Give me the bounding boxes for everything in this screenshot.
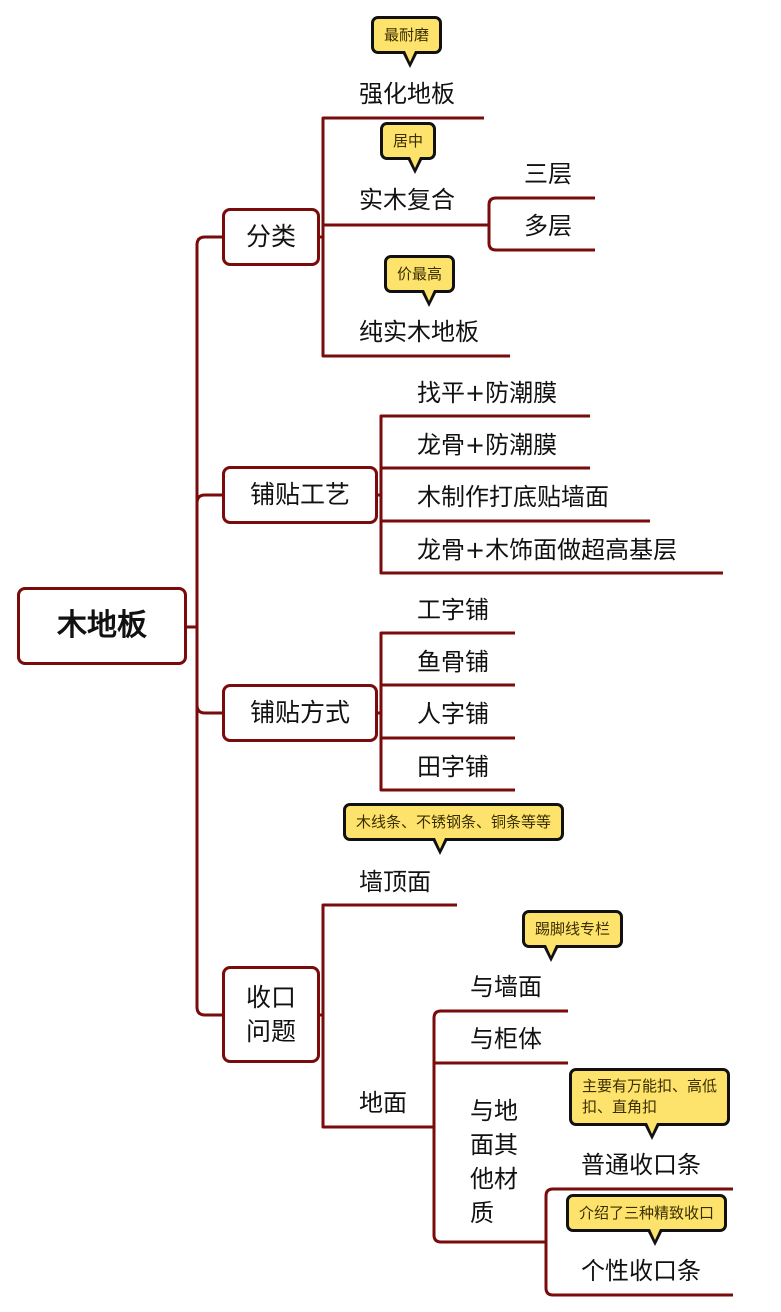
note-text: 价最高	[397, 265, 443, 283]
branch-node-fangshi[interactable]: 铺贴方式	[222, 684, 378, 742]
topic-gongyi-4[interactable]: 龙骨+木饰面做超高基层	[417, 536, 678, 564]
connector-fangshi-vertical	[379, 631, 515, 792]
connector-qita-sub	[544, 1187, 733, 1297]
connector-trunk-3	[195, 704, 222, 715]
topic-yuqiangmian[interactable]: 与墙面	[470, 973, 542, 1001]
note-text: 居中	[393, 132, 424, 150]
topic-gongyi-3[interactable]: 木制作打底贴墙面	[417, 483, 609, 511]
topic-fangshi-4[interactable]: 田字铺	[417, 753, 489, 781]
note-callout: 居中	[380, 122, 437, 174]
topic-shimufuhe[interactable]: 实木复合	[359, 186, 455, 214]
topic-fangshi-1[interactable]: 工字铺	[417, 596, 489, 624]
topic-qianghua[interactable]: 强化地板	[359, 80, 455, 108]
topic-putong-shoukoutiao[interactable]: 普通收口条	[581, 1151, 701, 1179]
root-node[interactable]: 木地板	[17, 587, 187, 665]
connector-gongyi-vertical	[379, 414, 723, 575]
branch-node-gongyi[interactable]: 铺贴工艺	[222, 466, 378, 524]
note-text: 主要有万能扣、高低扣、直角扣	[582, 1077, 718, 1116]
topic-fangshi-3[interactable]: 人字铺	[417, 700, 489, 728]
branch-node-fenlei[interactable]: 分类	[222, 208, 320, 266]
topic-gexing-shoukoutiao[interactable]: 个性收口条	[581, 1257, 701, 1285]
note-callout: 踢脚线专栏	[522, 910, 624, 962]
connector-fenlei-vertical	[321, 116, 510, 358]
topic-qiangdingmian[interactable]: 墙顶面	[359, 868, 431, 896]
branch-label: 分类	[245, 222, 296, 251]
topic-sanceng[interactable]: 三层	[524, 160, 572, 188]
branch-node-shoukou[interactable]: 收口问题	[222, 966, 320, 1063]
connector-shoukou-vertical	[321, 903, 457, 1129]
note-callout: 介绍了三种精致收口	[566, 1194, 728, 1246]
topic-yudimian-qita[interactable]: 与地面其他材质	[470, 1097, 518, 1227]
note-text: 踢脚线专栏	[535, 920, 611, 938]
note-callout: 最耐磨	[371, 16, 443, 68]
note-callout: 价最高	[384, 255, 456, 307]
branch-label: 收口问题	[245, 982, 296, 1046]
topic-duoceng[interactable]: 多层	[524, 212, 572, 240]
connector-dimian-sub	[432, 1009, 568, 1244]
connector-shimu-sub	[487, 196, 595, 252]
root-label: 木地板	[57, 608, 147, 643]
branch-label: 铺贴方式	[249, 698, 350, 727]
note-callout: 主要有万能扣、高低扣、直角扣	[569, 1068, 730, 1140]
note-callout: 木线条、不锈钢条、铜条等等	[343, 803, 565, 855]
connector-trunk	[195, 235, 222, 1017]
topic-dimian[interactable]: 地面	[359, 1089, 407, 1117]
topic-gongyi-2[interactable]: 龙骨+防潮膜	[417, 431, 558, 459]
connector-trunk-2	[195, 493, 222, 504]
topic-fangshi-2[interactable]: 鱼骨铺	[417, 648, 489, 676]
note-text: 木线条、不锈钢条、铜条等等	[356, 813, 552, 831]
branch-label: 铺贴工艺	[249, 480, 350, 509]
topic-chunshimu[interactable]: 纯实木地板	[359, 318, 479, 346]
topic-gongyi-1[interactable]: 找平+防潮膜	[417, 379, 558, 407]
topic-yuguiti[interactable]: 与柜体	[470, 1025, 542, 1053]
note-text: 最耐磨	[384, 26, 430, 44]
note-text: 介绍了三种精致收口	[579, 1204, 715, 1222]
